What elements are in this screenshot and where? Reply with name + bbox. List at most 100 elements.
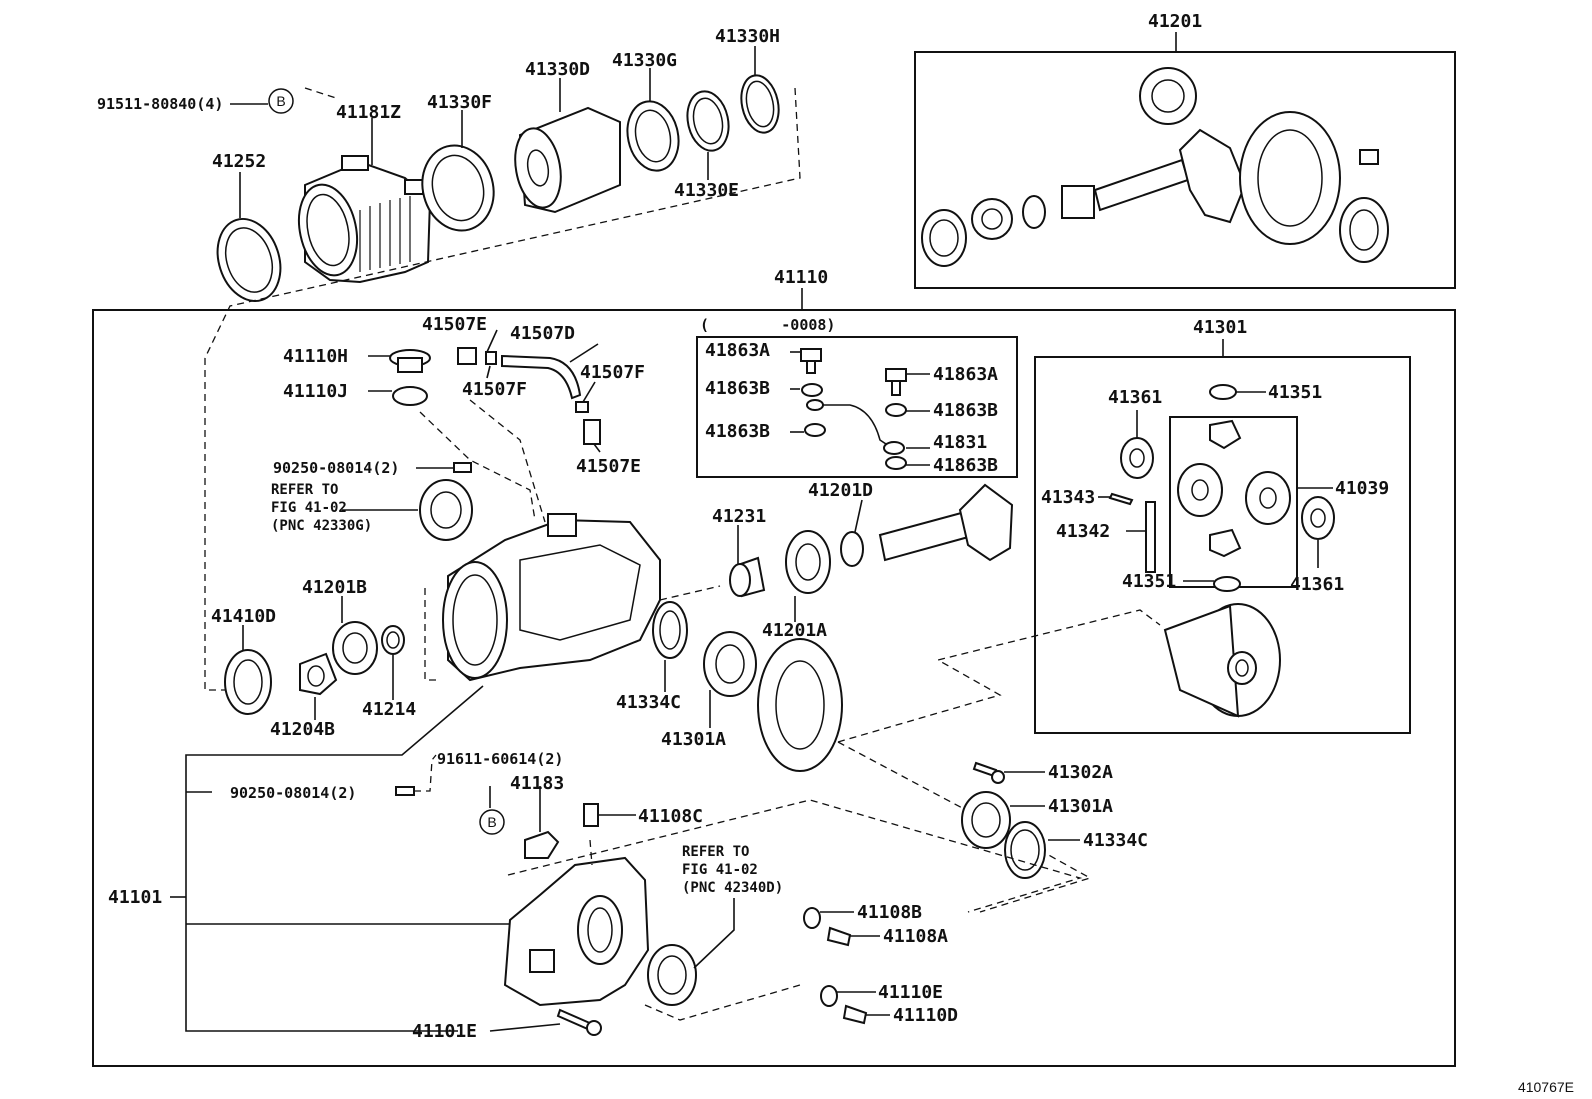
label-41201D: 41201D [808,480,873,501]
oil-seal-42340D [647,944,697,1006]
label-41330D: 41330D [525,59,590,80]
circle-mark-b-top [268,88,294,114]
clip-41507F-top [485,351,497,365]
label-41330F: 41330F [427,92,492,113]
washer-41863B-3 [804,423,826,437]
ring-41330E [686,90,730,152]
bearing-41330G [626,100,680,172]
breather-41507E-bottom [583,419,601,445]
label-41108C: 41108C [638,806,703,827]
label-41330G: 41330G [612,50,677,71]
frame-41201 [914,51,1456,289]
bearing-41330F [421,144,495,232]
bearing-41201B [332,621,378,675]
hose-41507D [501,354,582,400]
refer-note-1-line3: (PNC 42330G) [271,518,372,534]
drive-pinion [878,483,1014,562]
oil-seal-42330G [419,479,473,541]
washer-41863B-1 [801,383,823,397]
gasket-41110E [820,985,838,1007]
carrier-housing [442,513,661,682]
serial-note: ( -0008) [700,316,835,334]
pipe-41831 [812,404,893,449]
washer-41351-bottom [1213,576,1241,592]
label-41507D: 41507D [510,323,575,344]
label-41342: 41342 [1056,521,1110,542]
lower-housing-41101 [503,856,650,1007]
label-41334C-right: 41334C [1083,830,1148,851]
diff-gears-41039 [1177,419,1291,558]
label-41334C-left: 41334C [616,692,681,713]
label-90250-08014-bottom: 90250-08014(2) [230,784,356,802]
washer-41201 [1022,195,1046,229]
label-41101: 41101 [108,887,162,908]
label-41110H: 41110H [283,346,348,367]
label-41863A-right: 41863A [933,364,998,385]
nut-41201 [971,198,1013,240]
washer-41351-top [1209,384,1237,400]
pinion-41201 [1093,128,1247,224]
refer-note-2-line2: FIG 41-02 [682,862,758,878]
seal-41252 [216,217,282,303]
label-41301: 41301 [1193,317,1247,338]
label-41507E-bottom: 41507E [576,456,641,477]
seal-41201-left [921,209,967,267]
label-41204B: 41204B [270,719,335,740]
label-41110E: 41110E [878,982,943,1003]
sleeve-41330D [514,106,621,214]
refer-note-1-line2: FIG 41-02 [271,500,347,516]
label-41330E: 41330E [674,180,739,201]
label-41330H: 41330H [715,26,780,47]
label-41201: 41201 [1148,11,1202,32]
bearing-41301A-left [703,631,757,697]
label-41181Z: 41181Z [336,102,401,123]
bearing-41201A [785,530,831,594]
shim-41330H [740,74,780,134]
washer-41361-left [1120,437,1154,479]
circle-mark-b-bottom-label: B [487,814,496,830]
plug-41108C [583,803,599,827]
bolt-41201 [1359,149,1379,165]
label-41361-top: 41361 [1108,387,1162,408]
stud-90250-bottom [395,786,415,796]
label-41863B-2: 41863B [933,400,998,421]
bearing-41301A-right [961,791,1011,849]
label-91511-80840: 91511-80840(4) [97,95,223,113]
seal-41334C-left [652,601,688,659]
label-41863B-1: 41863B [705,378,770,399]
washer-41110J [392,386,428,406]
circle-mark-b-top-label: B [276,93,285,109]
washer-41361-right [1301,496,1335,540]
spacer-41201 [1061,185,1095,219]
bolt-41863A-right [885,368,907,382]
transfer-case-41181Z [297,155,432,284]
washer-41863B-2 [885,403,907,417]
label-41201A: 41201A [762,620,827,641]
label-41351-top: 41351 [1268,382,1322,403]
label-41039: 41039 [1335,478,1389,499]
label-41410D: 41410D [211,606,276,627]
label-41361-bottom: 41361 [1290,574,1344,595]
refer-note-1-line1: REFER TO [271,482,338,498]
label-41863B-4: 41863B [933,455,998,476]
label-41302A: 41302A [1048,762,1113,783]
plug-41110H [389,349,431,373]
washer-41214 [381,625,405,655]
seal-41334C-right [1004,821,1046,879]
stud-90250-top [453,462,472,473]
label-41507E-top: 41507E [422,314,487,335]
label-41201B: 41201B [302,577,367,598]
diff-case [1163,603,1281,718]
label-41831: 41831 [933,432,987,453]
label-41507F-left: 41507F [462,379,527,400]
clip-41507F-right [575,401,589,413]
plug-41110D [842,1004,868,1025]
label-41301A-left: 41301A [661,729,726,750]
label-41231: 41231 [712,506,766,527]
bearing-cup-41201-top [1139,67,1197,125]
label-90250-08014-top: 90250-08014(2) [273,459,399,477]
ring-gear-41201 [1239,111,1341,245]
bearing-41201-right [1339,197,1389,263]
seal-41410D [224,649,272,715]
label-41863B-3: 41863B [705,421,770,442]
